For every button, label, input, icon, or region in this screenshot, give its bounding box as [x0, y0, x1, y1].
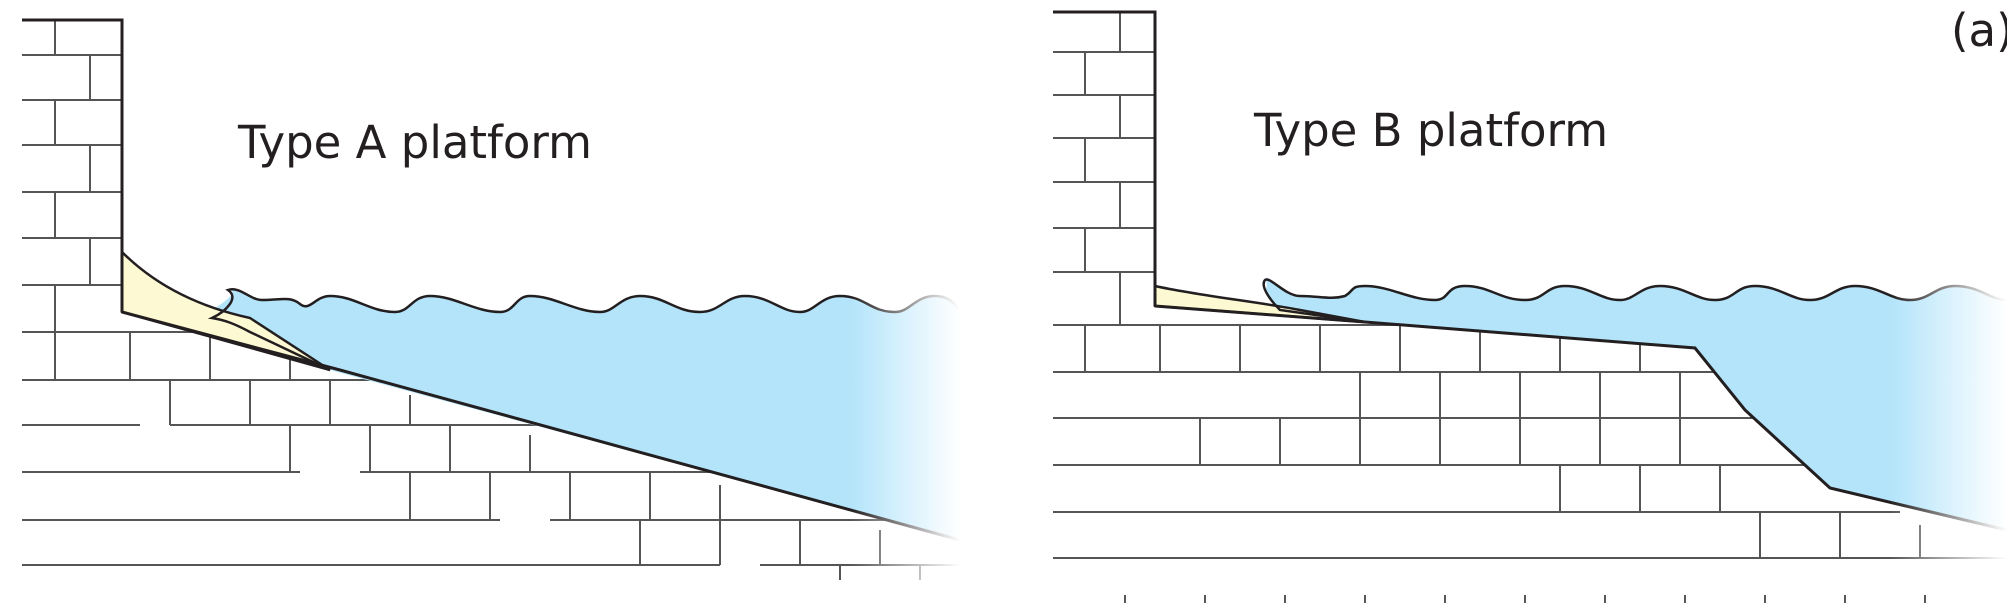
type-a-platform-surface [121, 310, 960, 542]
type-a-water-surface [207, 288, 960, 372]
type-b-water-surface [1262, 278, 2007, 324]
type-b-beach-deposit [1153, 284, 1366, 324]
type-a-beach-deposit [120, 248, 331, 372]
type-b-platform-surface [1154, 304, 2007, 532]
type-a-cliff-face [22, 18, 124, 312]
type-b-diagram [1053, 10, 2007, 603]
type-b-cliff-bricks [1053, 11, 1155, 326]
type-b-fade [1890, 270, 2007, 570]
type-b-bottom-ticks [1124, 595, 1926, 603]
panel-label: (a) [1951, 4, 2007, 57]
type-b-rock-bricks [1053, 324, 2007, 559]
type-a-title: Type A platform [238, 116, 592, 169]
type-a-cliff-bricks [22, 19, 122, 333]
type-a-fade [850, 280, 960, 580]
type-b-title: Type B platform [1254, 104, 1609, 157]
type-b-water [1265, 277, 2007, 530]
type-b-cliff-face [1053, 10, 1157, 306]
type-a-water [212, 289, 960, 540]
type-a-rock-bricks [22, 331, 960, 580]
type-a-diagram [22, 18, 960, 580]
